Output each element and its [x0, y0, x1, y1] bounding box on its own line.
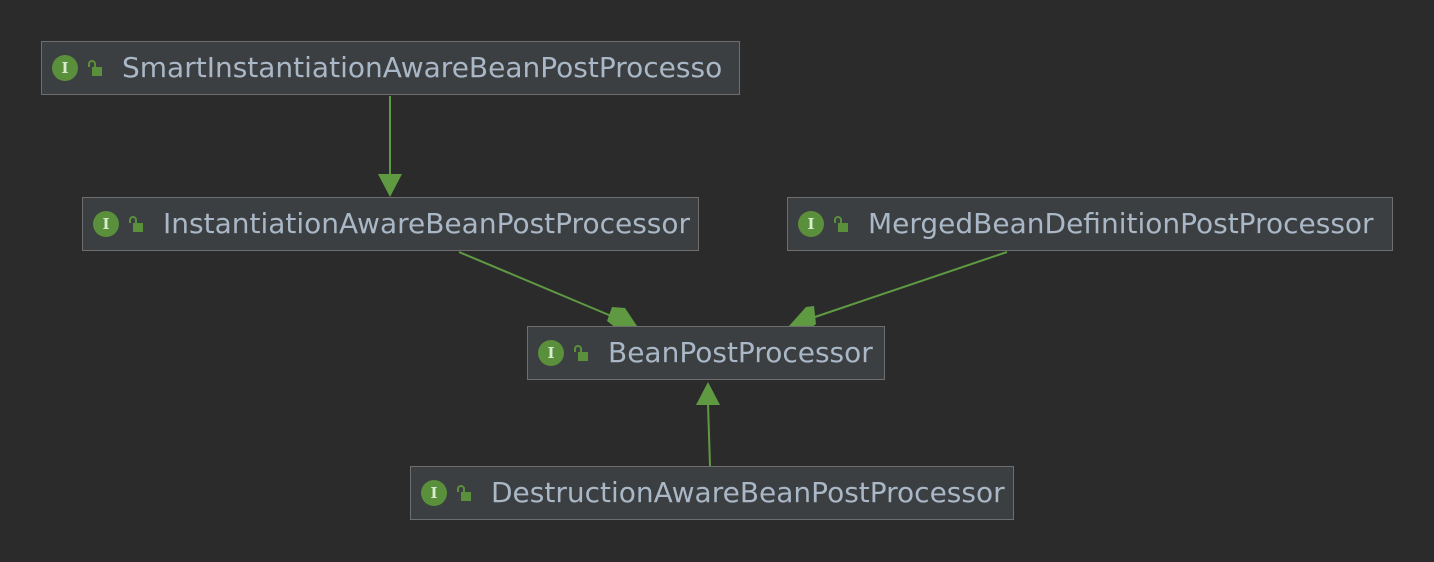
interface-icon: I — [52, 55, 78, 81]
node-label: SmartInstantiationAwareBeanPostProcesso — [122, 51, 723, 84]
node-label: BeanPostProcessor — [608, 336, 873, 369]
unlock-icon — [455, 484, 473, 502]
node-merged-bean-definition-post-processor[interactable]: I MergedBeanDefinitionPostProcessor — [787, 197, 1393, 251]
node-instantiation-aware-bean-post-processor[interactable]: I InstantiationAwareBeanPostProcessor — [82, 197, 699, 251]
interface-icon: I — [538, 340, 564, 366]
node-destruction-aware-bean-post-processor[interactable]: I DestructionAwareBeanPostProcessor — [410, 466, 1014, 520]
node-bean-post-processor[interactable]: I BeanPostProcessor — [527, 326, 885, 380]
node-label: InstantiationAwareBeanPostProcessor — [163, 207, 691, 240]
node-smart-instantiation-aware-bean-post-processor[interactable]: I SmartInstantiationAwareBeanPostProcess… — [41, 41, 740, 95]
node-label: MergedBeanDefinitionPostProcessor — [868, 207, 1374, 240]
interface-icon: I — [93, 211, 119, 237]
edge-instantiation-to-beanpostprocessor — [458, 251, 617, 319]
arrowhead-bean-from-instantiation — [607, 307, 637, 328]
arrowhead-instantiation — [378, 174, 402, 197]
edge-destruction-to-beanpostprocessor — [707, 403, 711, 467]
unlock-icon — [832, 215, 850, 233]
edge-merged-to-beanpostprocessor — [808, 251, 1008, 320]
unlock-icon — [86, 59, 104, 77]
arrowhead-bean-from-destruction — [696, 382, 720, 405]
unlock-icon — [572, 344, 590, 362]
node-label: DestructionAwareBeanPostProcessor — [491, 476, 1005, 509]
arrowhead-bean-from-merged — [789, 306, 816, 328]
unlock-icon — [127, 215, 145, 233]
interface-icon: I — [421, 480, 447, 506]
interface-icon: I — [798, 211, 824, 237]
